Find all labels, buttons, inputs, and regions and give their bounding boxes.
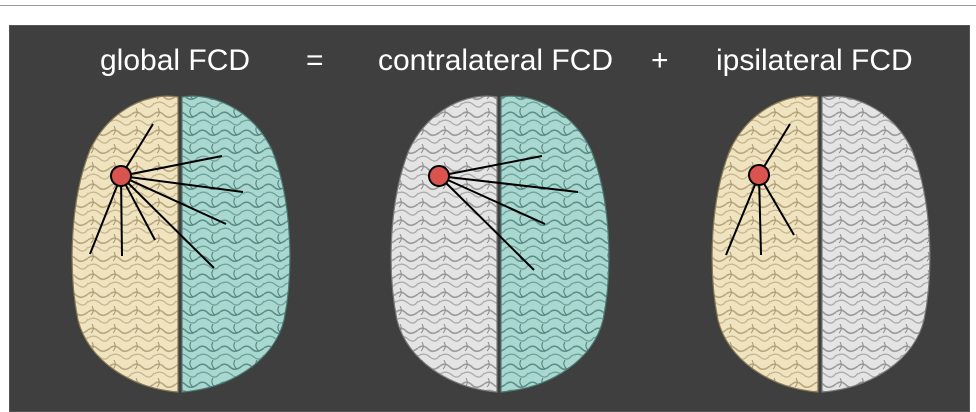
brain-global: [72, 96, 290, 392]
brain-ipsilateral: [712, 96, 930, 392]
left-hemisphere-gray: [391, 96, 497, 392]
left-hemisphere-beige: [72, 96, 178, 392]
right-hemisphere-gray: [822, 96, 930, 392]
seed-node: [111, 166, 131, 186]
right-hemisphere-cyan: [501, 96, 609, 392]
brain-contralateral: [391, 96, 609, 392]
left-hemisphere-beige: [712, 96, 818, 392]
seed-node: [749, 165, 769, 185]
right-hemisphere-cyan: [182, 96, 290, 392]
seed-node: [429, 166, 449, 186]
